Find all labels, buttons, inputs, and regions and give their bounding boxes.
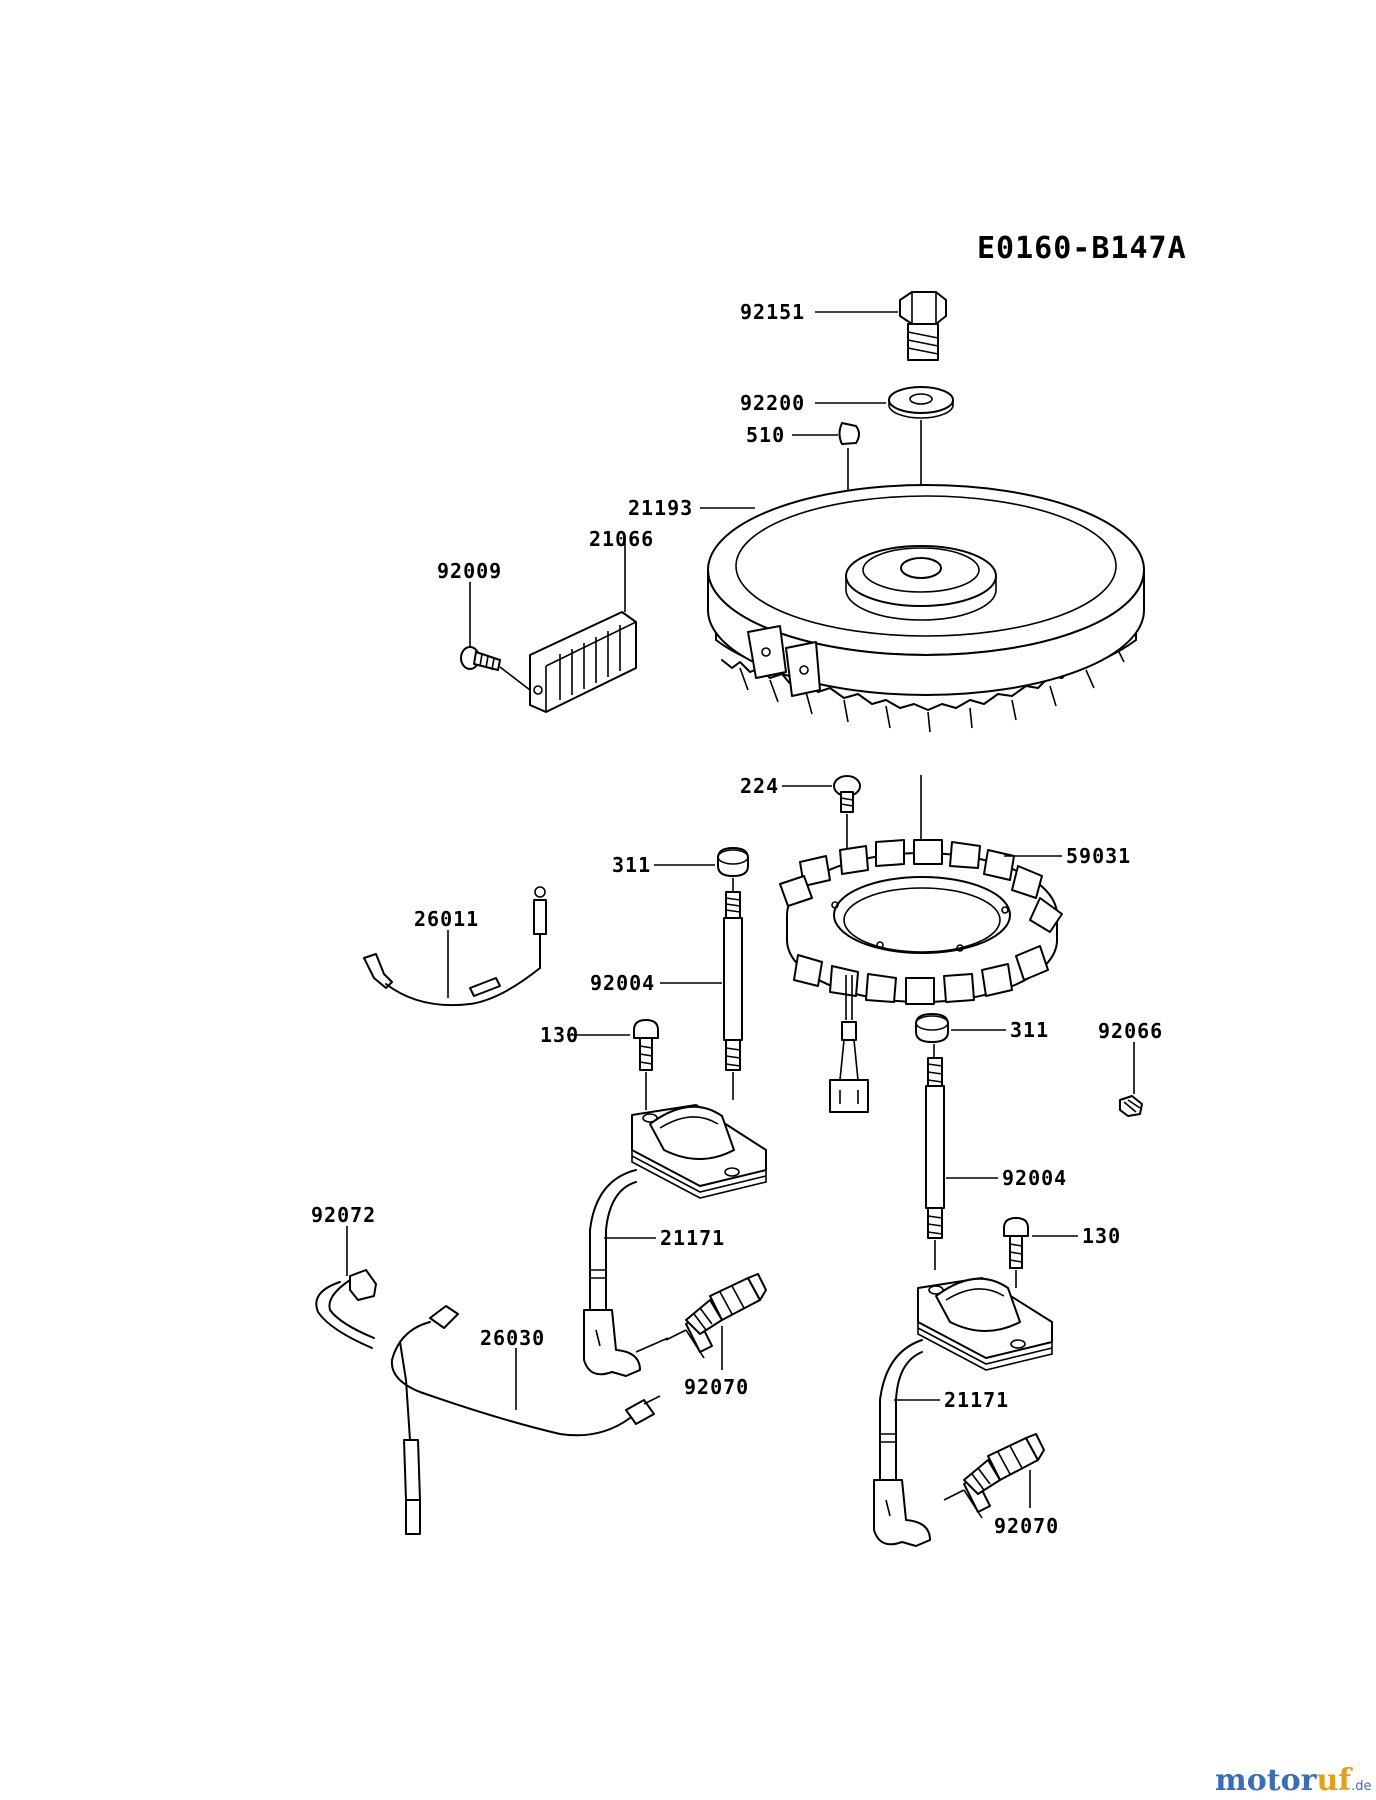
harness-26011	[363, 886, 547, 1007]
part-label-92066: 92066	[1098, 1019, 1163, 1043]
key-510	[838, 422, 860, 445]
flywheel-21193	[707, 484, 1145, 733]
part-label-311-left: 311	[612, 853, 651, 877]
part-label-510: 510	[746, 423, 785, 447]
nut-92066	[1119, 1095, 1143, 1117]
part-label-92200: 92200	[740, 391, 805, 415]
ignition-coil-right	[873, 1277, 1053, 1547]
bolt-130-left	[633, 1019, 659, 1071]
part-label-92070-left: 92070	[684, 1375, 749, 1399]
spark-plug-92070-left	[665, 1273, 767, 1359]
part-label-92009: 92009	[437, 559, 502, 583]
harness-26030	[390, 1305, 661, 1535]
part-label-59031: 59031	[1066, 844, 1131, 868]
diagram-code: E0160-B147A	[977, 231, 1187, 266]
spark-plug-92070-right	[943, 1433, 1045, 1519]
part-label-21171-left: 21171	[660, 1226, 725, 1250]
screw-92009	[460, 646, 501, 671]
part-label-21171-right: 21171	[944, 1388, 1009, 1412]
part-label-130-left: 130	[540, 1023, 579, 1047]
watermark-text: motoruf.de	[1215, 1763, 1372, 1798]
part-label-21066: 21066	[589, 527, 654, 551]
part-label-92004-left: 92004	[590, 971, 655, 995]
washer-92200	[888, 386, 954, 419]
stator-59031	[779, 839, 1063, 1113]
part-label-311-right: 311	[1010, 1018, 1049, 1042]
part-label-21193: 21193	[628, 496, 693, 520]
stud-92004-left	[723, 891, 743, 1071]
watermark-logo: motoruf.de	[1215, 1763, 1372, 1798]
part-label-130-right: 130	[1082, 1224, 1121, 1248]
part-label-26030: 26030	[480, 1326, 545, 1350]
part-label-224: 224	[740, 774, 779, 798]
part-label-92151: 92151	[740, 300, 805, 324]
part-label-26011: 26011	[414, 907, 479, 931]
part-label-92004-right: 92004	[1002, 1166, 1067, 1190]
regulator-21066	[529, 611, 637, 713]
ignition-coil-left	[583, 1104, 767, 1377]
stud-92004-right	[925, 1057, 945, 1239]
bolt-130-right	[1003, 1217, 1029, 1269]
part-label-92070-right: 92070	[994, 1514, 1059, 1538]
bolt-92151	[899, 291, 947, 361]
nut-311-right	[915, 1013, 949, 1043]
nut-311-left	[717, 847, 749, 877]
screw-224	[833, 775, 861, 813]
clamp-92072	[315, 1269, 377, 1349]
part-label-92072: 92072	[311, 1203, 376, 1227]
